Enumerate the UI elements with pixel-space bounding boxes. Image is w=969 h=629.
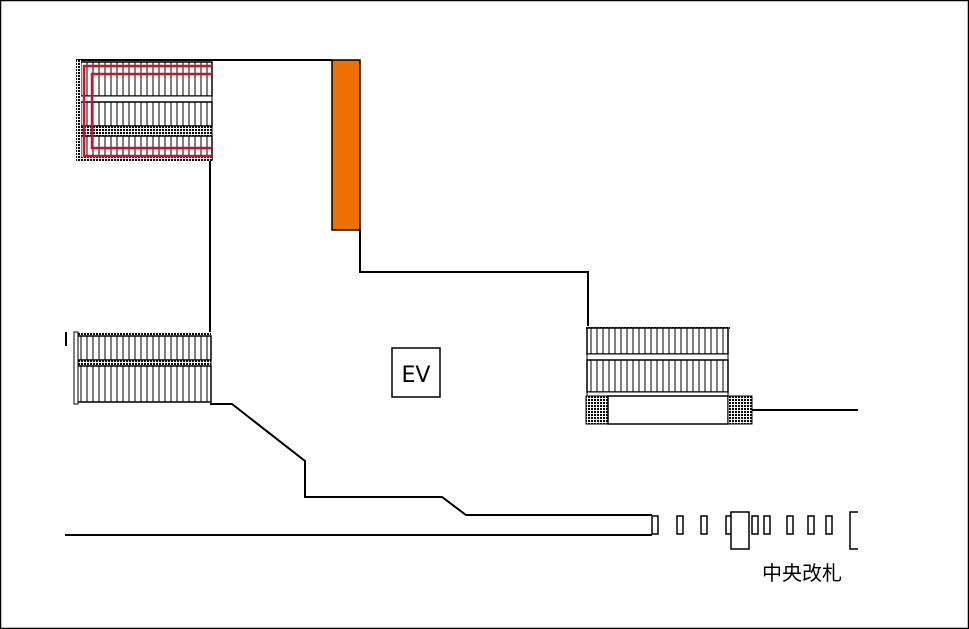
ticket-gates — [651, 511, 833, 550]
elevator-shaft — [331, 59, 361, 231]
stairs-lower-left[interactable] — [73, 331, 212, 405]
highlight-route — [82, 64, 212, 158]
central-gate-label: 中央改札 — [762, 561, 842, 585]
concourse-walls — [65, 59, 858, 536]
stairs-right[interactable] — [585, 326, 753, 425]
stairs-upper-left[interactable] — [76, 60, 213, 162]
gate-end-bracket — [849, 511, 858, 550]
elevator-label: EV — [402, 363, 431, 388]
elevator-marker[interactable]: EV — [391, 347, 441, 398]
